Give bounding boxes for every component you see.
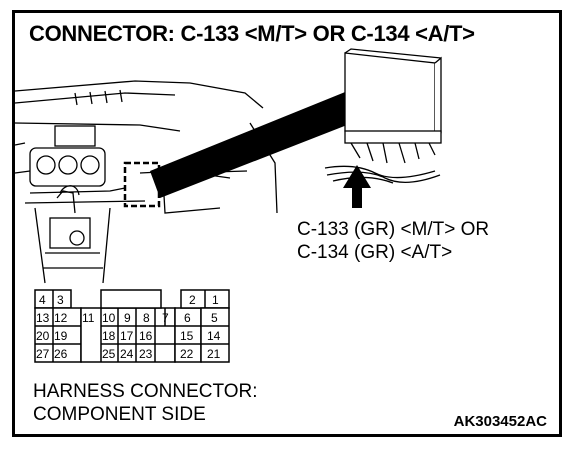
pin-19: 19 (54, 329, 68, 343)
pin-20: 20 (36, 329, 50, 343)
pin-17: 17 (120, 329, 134, 343)
pin-25: 25 (102, 347, 116, 361)
pin-6: 6 (184, 311, 191, 325)
diagram-frame: CONNECTOR: C-133 <M/T> OR C-134 <A/T> (12, 10, 562, 437)
callout-pointer (150, 88, 365, 198)
pin-15: 15 (180, 329, 194, 343)
arrow-up-icon (343, 165, 371, 208)
callout-line-2: C-134 (GR) <A/T> (297, 242, 453, 263)
pin-24: 24 (120, 347, 134, 361)
pin-22: 22 (180, 347, 194, 361)
pin-7: 7 (162, 311, 169, 325)
figure-code: AK303452AC (453, 413, 547, 430)
pin-14: 14 (207, 329, 221, 343)
pin-18: 18 (102, 329, 116, 343)
connector-face (34, 289, 230, 363)
diagram-drawing: 4 3 2 1 13 12 11 10 9 8 7 6 5 20 19 18 1… (15, 48, 442, 363)
callout-line-1: C-133 (GR) <M/T> OR (297, 219, 490, 240)
caption-line-1: HARNESS CONNECTOR: (33, 381, 258, 402)
pin-13: 13 (36, 311, 50, 325)
pin-1: 1 (212, 293, 219, 307)
pin-26: 26 (54, 347, 68, 361)
pin-4: 4 (39, 293, 46, 307)
pin-3: 3 (57, 293, 64, 307)
pin-16: 16 (139, 329, 153, 343)
pin-27: 27 (36, 347, 50, 361)
connector-pin-labels: 4 3 2 1 13 12 11 10 9 8 7 6 5 20 19 18 1… (36, 293, 221, 361)
pin-21: 21 (207, 347, 221, 361)
pin-11: 11 (82, 311, 95, 325)
pin-10: 10 (102, 311, 116, 325)
caption-line-2: COMPONENT SIDE (33, 404, 206, 425)
pin-5: 5 (211, 311, 218, 325)
pin-2: 2 (189, 293, 196, 307)
dashboard-illustration (15, 80, 278, 284)
component-module (324, 48, 442, 184)
pin-12: 12 (54, 311, 68, 325)
pin-9: 9 (124, 311, 131, 325)
pin-8: 8 (143, 311, 150, 325)
pin-23: 23 (139, 347, 153, 361)
diagram-title: CONNECTOR: C-133 <M/T> OR C-134 <A/T> (29, 21, 475, 46)
